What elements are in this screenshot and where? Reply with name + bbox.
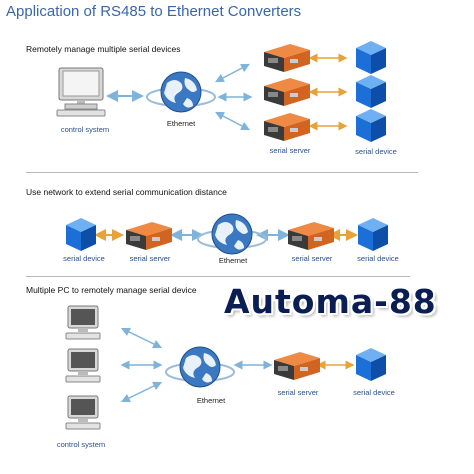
computer-icon xyxy=(55,66,111,123)
serial-device-cube-icon xyxy=(64,217,98,258)
serial-server-label: serial server xyxy=(129,254,171,263)
serial-server-icon xyxy=(286,218,336,257)
watermark: Automa-88 xyxy=(224,282,437,321)
serial-device-cube-icon xyxy=(354,108,388,149)
ethernet-label: Ethernet xyxy=(196,396,226,405)
serial-device-cube-icon xyxy=(354,347,388,388)
section-divider xyxy=(26,172,418,173)
serial-device-cube-icon xyxy=(356,217,390,258)
control-system-label: control system xyxy=(56,440,106,449)
serial-device-cube-icon xyxy=(354,74,388,115)
serial-server-icon xyxy=(124,218,174,257)
globe-icon xyxy=(145,68,217,125)
ethernet-label: Ethernet xyxy=(218,256,248,265)
section-divider xyxy=(26,276,410,277)
globe-icon xyxy=(196,210,268,267)
section-2-heading: Use network to extend serial communicati… xyxy=(26,187,227,197)
serial-server-label: serial server xyxy=(269,146,311,155)
serial-device-label: serial device xyxy=(63,254,105,263)
serial-server-icon xyxy=(262,40,312,79)
computer-icon xyxy=(64,305,104,346)
serial-device-cube-icon xyxy=(354,40,388,81)
serial-server-icon xyxy=(262,109,312,148)
serial-server-icon xyxy=(262,74,312,113)
globe-icon xyxy=(164,343,236,400)
page-title: Application of RS485 to Ethernet Convert… xyxy=(6,3,302,20)
serial-device-label: serial device xyxy=(355,147,397,156)
serial-server-label: serial server xyxy=(291,254,333,263)
computer-icon xyxy=(64,395,104,436)
serial-device-label: serial device xyxy=(353,388,395,397)
ethernet-label: Ethernet xyxy=(166,119,196,128)
serial-server-icon xyxy=(272,348,322,387)
computer-icon xyxy=(64,348,104,389)
section-3-heading: Multiple PC to remotely manage serial de… xyxy=(26,285,197,295)
control-system-label: control system xyxy=(60,125,110,134)
serial-device-label: serial device xyxy=(357,254,399,263)
serial-server-label: serial server xyxy=(277,388,319,397)
section-1-heading: Remotely manage multiple serial devices xyxy=(26,44,181,54)
